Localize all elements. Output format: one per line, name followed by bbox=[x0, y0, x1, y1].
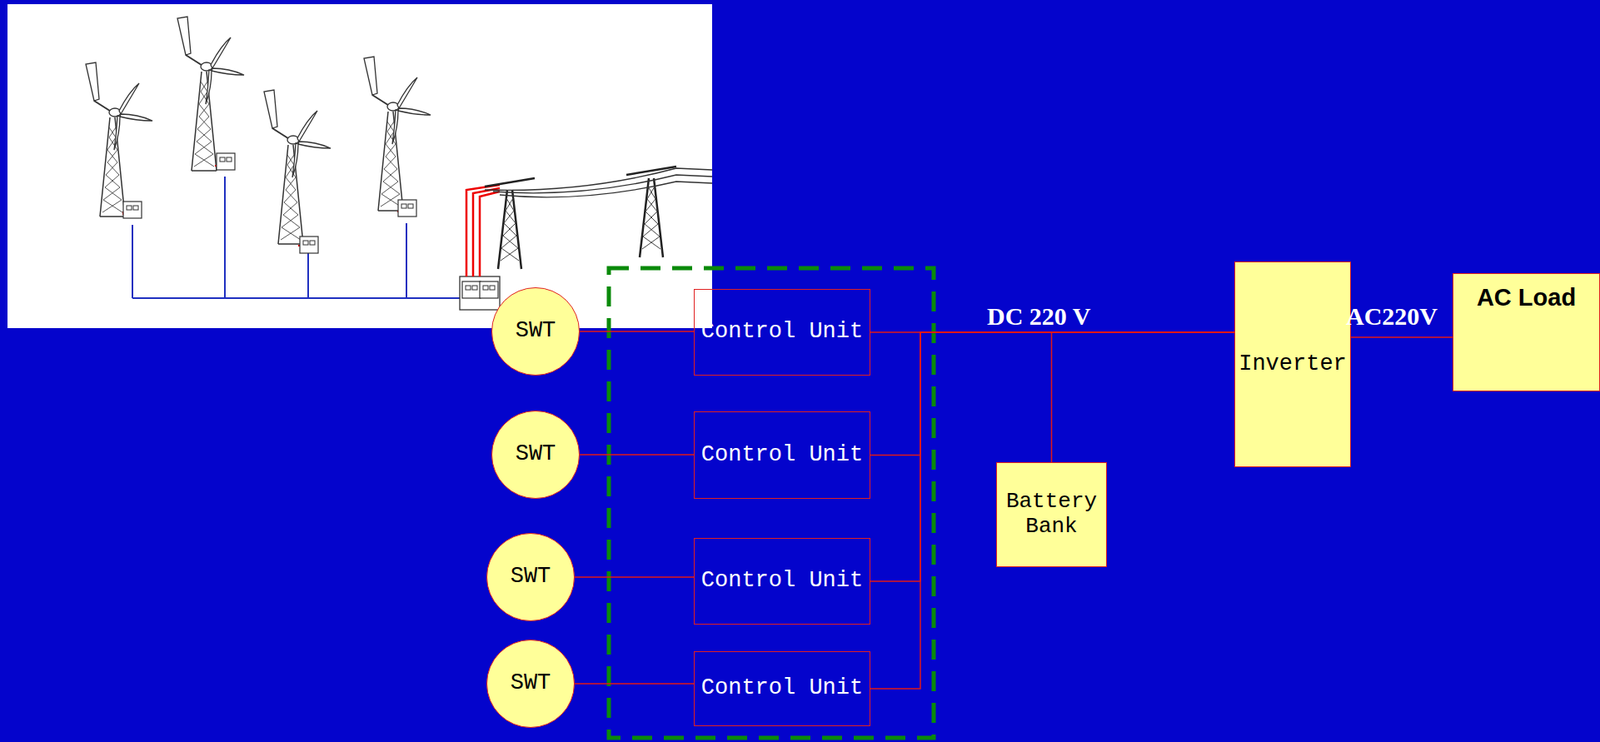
voltage-label: AC220V bbox=[1345, 302, 1438, 331]
node-label: SWT bbox=[510, 563, 552, 590]
wire-connector bbox=[870, 332, 1235, 689]
control-unit-box: Control Unit bbox=[693, 538, 871, 625]
wire-connector bbox=[579, 453, 694, 456]
node-label: Control Unit bbox=[701, 442, 863, 469]
control-unit-box: Control Unit bbox=[693, 651, 871, 727]
node-label: AC Load bbox=[1476, 284, 1576, 312]
battery-box: Battery Bank bbox=[996, 462, 1107, 568]
wire-connector bbox=[1350, 336, 1453, 339]
node-label: Control Unit bbox=[701, 675, 863, 702]
node-label: Control Unit bbox=[701, 319, 863, 345]
node-label: Battery Bank bbox=[996, 489, 1107, 540]
node-label: Inverter bbox=[1238, 351, 1347, 378]
dashed-group-border bbox=[608, 268, 934, 738]
control-unit-box: Control Unit bbox=[693, 289, 871, 376]
load-box: AC Load bbox=[1452, 273, 1600, 392]
node-label: Control Unit bbox=[701, 568, 863, 594]
wire-connector bbox=[579, 330, 694, 333]
node-label: SWT bbox=[515, 318, 557, 344]
wire-connector bbox=[1051, 332, 1236, 463]
voltage-label: DC 220 V bbox=[986, 302, 1091, 331]
wire-connector bbox=[870, 332, 1235, 582]
turbine-circle: SWT bbox=[486, 639, 575, 728]
control-unit-box: Control Unit bbox=[693, 411, 871, 499]
wire-connector bbox=[870, 332, 1235, 456]
turbine-circle: SWT bbox=[491, 287, 580, 376]
turbine-circle: SWT bbox=[486, 533, 575, 622]
wire-connector bbox=[574, 682, 694, 685]
wire-connector bbox=[574, 576, 694, 579]
inverter-box: Inverter bbox=[1234, 261, 1351, 468]
node-label: SWT bbox=[510, 670, 552, 697]
turbine-circle: SWT bbox=[491, 410, 580, 499]
node-label: SWT bbox=[515, 441, 557, 468]
